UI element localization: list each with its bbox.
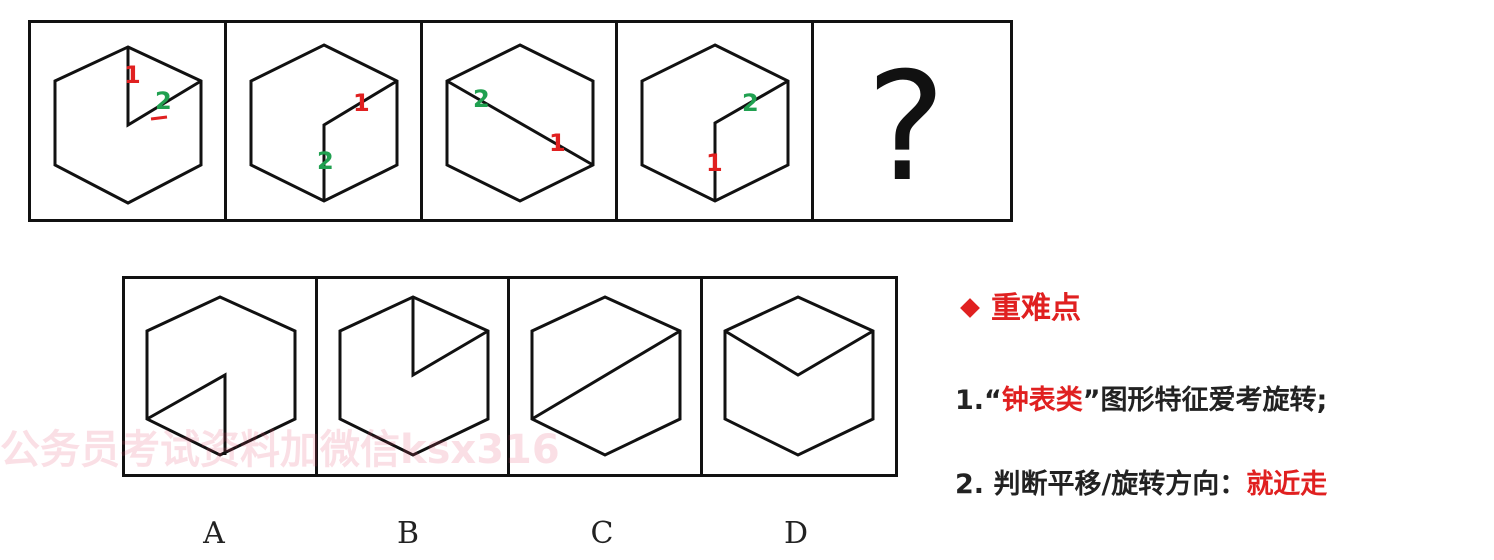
note-1-prefix: 1.“: [955, 385, 1002, 416]
note-item-1: 1.“钟表类”图形特征爱考旋转;: [955, 378, 1327, 417]
note-2-highlight: 就近走: [1246, 469, 1328, 500]
note-1-highlight: 钟表类: [1001, 385, 1083, 416]
notes-title: 重难点: [955, 283, 1081, 327]
question-panel-3: 2 1: [423, 23, 619, 219]
hexagon-figure-1: 1 2: [53, 45, 203, 205]
question-mark-figure: ?: [866, 41, 946, 215]
marker-2: 2: [742, 89, 759, 117]
option-label-a: A: [203, 516, 225, 551]
diamond-bullet-icon: [960, 297, 980, 318]
option-d[interactable]: [703, 279, 895, 474]
question-panel-4: 2 1: [618, 23, 815, 219]
marker-2: 2: [473, 85, 490, 113]
option-label-b: B: [396, 516, 420, 551]
marker-2: 2: [317, 147, 334, 175]
marker-1: 1: [706, 149, 723, 177]
option-a[interactable]: [125, 279, 318, 474]
marker-1: 1: [549, 129, 566, 157]
notes-title-text: 重难点: [991, 291, 1081, 326]
question-panel-1: 1 2: [31, 23, 227, 219]
option-d-figure: [723, 295, 874, 457]
option-label-d: D: [783, 516, 809, 551]
option-label-c: C: [590, 516, 614, 551]
hexagon-figure-3: 2 1: [445, 43, 595, 203]
marker-1: 1: [353, 89, 370, 117]
watermark: 公务员考试资料加微信ksx316: [0, 427, 560, 473]
marker-2: 2: [155, 87, 172, 115]
option-b-figure: [338, 295, 489, 457]
note-1-suffix: ”图形特征爱考旋转;: [1082, 385, 1328, 416]
question-mark: ?: [866, 41, 946, 215]
option-a-figure: [145, 295, 297, 457]
option-c-figure: [530, 295, 682, 457]
note-2-prefix: 2. 判断平移/旋转方向：: [955, 469, 1247, 500]
note-item-2: 2. 判断平移/旋转方向：就近走: [955, 462, 1327, 501]
option-c[interactable]: [510, 279, 703, 474]
hexagon-figure-4: 2 1: [640, 43, 790, 203]
marker-1: 1: [124, 61, 141, 89]
question-panel-2: 1 2: [227, 23, 423, 219]
hexagon-figure-2: 1 2: [249, 43, 399, 203]
question-panel-unknown: ?: [814, 23, 1010, 219]
option-b[interactable]: [318, 279, 510, 474]
question-sequence: 1 2 1 2 2 1 2 1 ?: [28, 20, 1013, 222]
answer-options: [122, 276, 898, 477]
